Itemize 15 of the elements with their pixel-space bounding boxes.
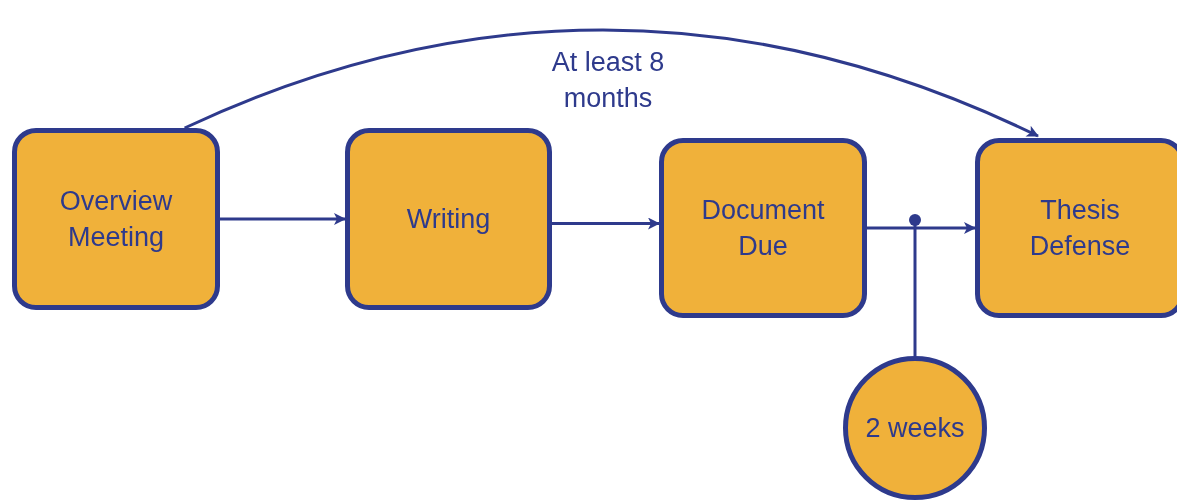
- process-box: [975, 138, 1177, 318]
- node-label: Overview Meeting: [58, 184, 174, 254]
- node-label: Writing: [406, 202, 491, 236]
- node-label: 2 weeks: [865, 411, 965, 445]
- node-label: Thesis Defense: [1028, 193, 1132, 263]
- curved-arrow: [184, 28, 1039, 138]
- process-box: [659, 138, 867, 318]
- process-box: [345, 128, 552, 310]
- node-label: Document Due: [700, 193, 826, 263]
- arrow: [552, 217, 660, 230]
- edge-label: At least 8 months: [550, 46, 666, 116]
- process-box: [12, 128, 220, 310]
- arrow: [867, 222, 976, 234]
- leader-line: [909, 214, 921, 356]
- arrow: [220, 213, 346, 225]
